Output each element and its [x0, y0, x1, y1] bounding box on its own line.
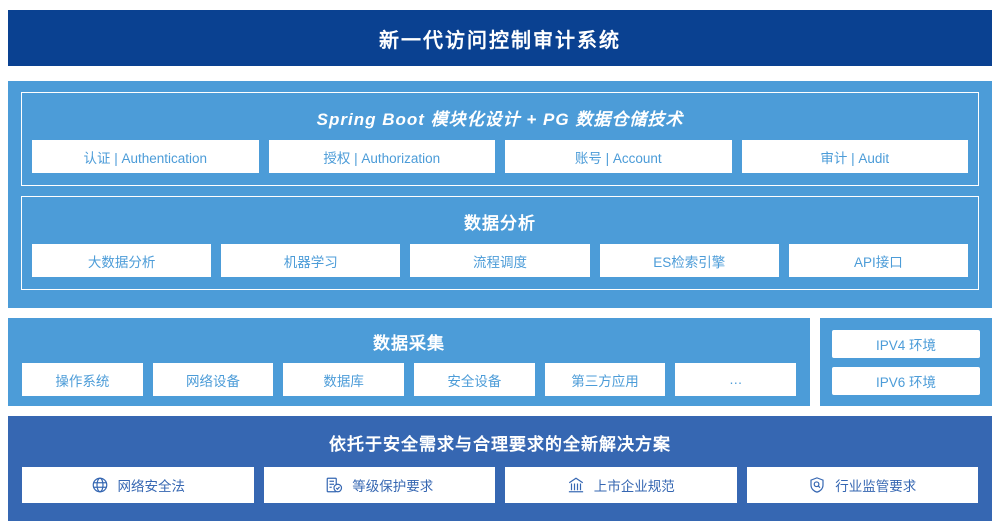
collection-row: 数据采集 操作系统 网络设备 数据库 安全设备 第三方应用 … IPV4 环境 …	[8, 318, 992, 406]
platform-section: Spring Boot 模块化设计 + PG 数据仓储技术 认证 | Authe…	[8, 81, 992, 308]
chip-third-party-app[interactable]: 第三方应用	[544, 363, 666, 396]
chip-label: 行业监管要求	[835, 479, 917, 494]
chip-audit[interactable]: 审计 | Audit	[741, 140, 968, 173]
chip-operating-system[interactable]: 操作系统	[22, 363, 143, 396]
chip-authentication[interactable]: 认证 | Authentication	[32, 140, 259, 173]
panel-spring-boot: Spring Boot 模块化设计 + PG 数据仓储技术 认证 | Authe…	[21, 92, 979, 186]
chip-label: 网络安全法	[117, 479, 186, 494]
chip-network-device[interactable]: 网络设备	[152, 363, 274, 396]
page-title: 新一代访问控制审计系统	[379, 29, 621, 52]
chip-machine-learning[interactable]: 机器学习	[221, 244, 401, 277]
chip-row-data-collection: 操作系统 网络设备 数据库 安全设备 第三方应用 …	[22, 363, 797, 396]
chip-row-spring-boot: 认证 | Authentication 授权 | Authorization 账…	[32, 140, 968, 173]
globe-icon	[91, 476, 109, 494]
chip-process-scheduling[interactable]: 流程调度	[410, 244, 590, 277]
panel-data-collection: 数据采集 操作系统 网络设备 数据库 安全设备 第三方应用 …	[8, 318, 810, 406]
chip-row-data-analysis: 大数据分析 机器学习 流程调度 ES检索引擎 API接口	[32, 244, 969, 277]
chip-account[interactable]: 账号 | Account	[505, 140, 732, 173]
chip-ipv6-environment[interactable]: IPV6 环境	[832, 366, 980, 395]
chip-security-device[interactable]: 安全设备	[414, 363, 535, 396]
panel-title-compliance: 依托于安全需求与合理要求的全新解决方案	[329, 435, 671, 454]
chip-row-compliance: 网络安全法 等级保护要求	[22, 467, 978, 503]
panel-title-data-collection: 数据采集	[373, 334, 445, 353]
chip-label: 上市企业规范	[593, 479, 675, 494]
chip-classified-protection[interactable]: 等级保护要求	[263, 467, 495, 503]
bank-icon	[567, 476, 585, 494]
chip-industry-regulation[interactable]: 行业监管要求	[746, 467, 978, 503]
shield-search-icon	[808, 476, 826, 494]
document-check-icon	[325, 476, 343, 494]
chip-ipv4-environment[interactable]: IPV4 环境	[832, 329, 980, 358]
chip-more-ellipsis[interactable]: …	[675, 363, 797, 396]
chip-api-interface[interactable]: API接口	[788, 244, 969, 277]
chip-database[interactable]: 数据库	[283, 363, 405, 396]
chip-es-search-engine[interactable]: ES检索引擎	[599, 244, 779, 277]
chip-authorization[interactable]: 授权 | Authorization	[268, 140, 495, 173]
panel-title-spring-boot: Spring Boot 模块化设计 + PG 数据仓储技术	[316, 110, 684, 129]
panel-title-data-analysis: 数据分析	[464, 214, 536, 233]
chip-cybersecurity-law[interactable]: 网络安全法	[22, 467, 254, 503]
chip-listed-company-standard[interactable]: 上市企业规范	[505, 467, 737, 503]
chip-big-data-analysis[interactable]: 大数据分析	[32, 244, 212, 277]
panel-network-environments: IPV4 环境 IPV6 环境	[820, 318, 992, 406]
page-header: 新一代访问控制审计系统	[8, 10, 992, 66]
chip-label: 等级保护要求	[352, 479, 434, 494]
panel-data-analysis: 数据分析 大数据分析 机器学习 流程调度 ES检索引擎 API接口	[21, 196, 979, 290]
compliance-section: 依托于安全需求与合理要求的全新解决方案 网络安全法	[8, 416, 992, 521]
